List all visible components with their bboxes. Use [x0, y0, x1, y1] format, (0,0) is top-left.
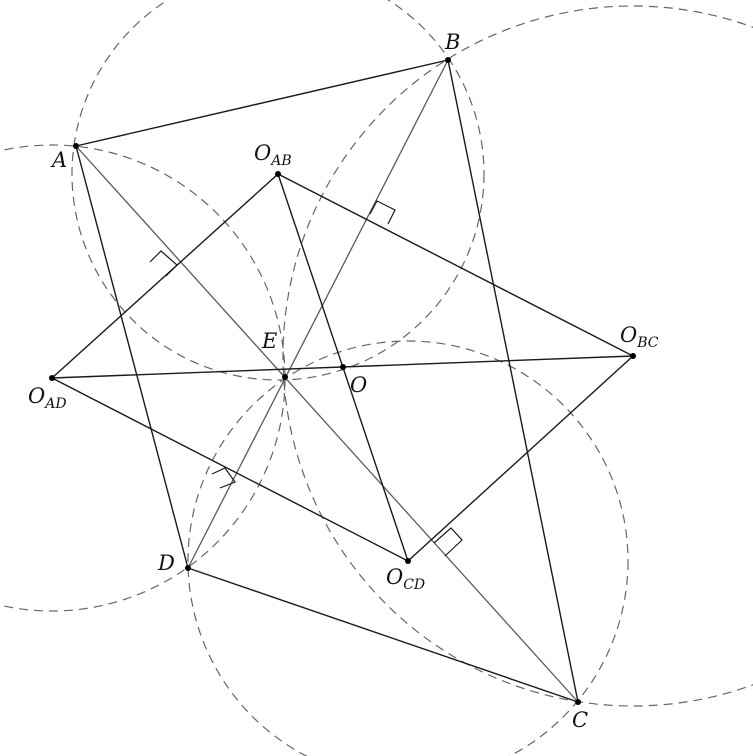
point-D	[185, 565, 191, 571]
segment-OCD-OAD	[51, 377, 409, 562]
point-E	[282, 374, 288, 380]
diagonal-AC	[75, 145, 579, 703]
side-CD	[187, 567, 579, 703]
point-C	[575, 699, 581, 705]
label-OAD: OAD	[28, 384, 67, 412]
label-OBC: OBC	[620, 323, 659, 351]
segment-OBC-OCD	[407, 355, 634, 562]
circle-CDE	[187, 340, 629, 756]
labels: A B C D E O OAB OBC OCD OAD	[28, 30, 659, 732]
right-angle-marker	[433, 527, 463, 557]
right-angle-markers	[149, 200, 463, 557]
label-A: A	[50, 148, 67, 172]
label-OCD: OCD	[386, 565, 425, 593]
segment-OAD-OAB	[51, 173, 279, 379]
quadrilateral-ABCD	[75, 59, 579, 703]
side-DA	[75, 145, 189, 569]
label-OAB: OAB	[254, 141, 292, 169]
segment-OAB-OBC	[277, 173, 634, 357]
side-AB	[75, 59, 449, 147]
label-O: O	[350, 373, 367, 397]
side-BC	[447, 59, 579, 703]
diagonals	[75, 59, 579, 703]
point-O	[340, 364, 346, 370]
right-angle-marker	[149, 250, 178, 277]
label-D: D	[157, 551, 175, 575]
label-B: B	[444, 30, 460, 54]
circle-ADE	[0, 144, 286, 612]
point-OCD	[405, 558, 411, 564]
circle-BCE	[282, 5, 753, 707]
right-angle-marker	[369, 200, 396, 225]
points	[49, 57, 636, 705]
point-A	[73, 143, 79, 149]
point-OAB	[275, 171, 281, 177]
label-C: C	[572, 708, 588, 732]
right-angle-marker	[211, 467, 236, 489]
circle-ABE	[71, 0, 485, 381]
point-OBC	[630, 353, 636, 359]
label-E: E	[261, 329, 277, 353]
point-B	[445, 57, 451, 63]
point-OAD	[49, 375, 55, 381]
